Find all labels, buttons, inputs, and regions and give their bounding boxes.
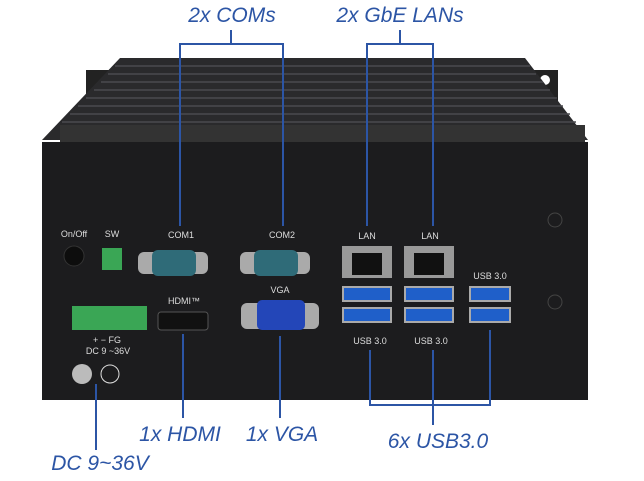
com2-label: COM2 [268, 230, 296, 240]
ground-screw [72, 364, 92, 384]
usb-port [404, 307, 454, 323]
usb-label-right: USB 3.0 [473, 271, 507, 281]
callout-coms: 2x COMs [188, 4, 276, 27]
callout-hdmi: 1x HDMI [139, 423, 221, 446]
usb-label-left: USB 3.0 [353, 336, 387, 346]
usb-port [404, 286, 454, 302]
vga-label: VGA [270, 285, 290, 295]
power-button[interactable] [63, 245, 85, 267]
usb-label-middle: USB 3.0 [414, 336, 448, 346]
usb-port [342, 307, 392, 323]
com1-port [138, 250, 208, 276]
front-panel [42, 142, 588, 400]
callout-lines [95, 30, 491, 450]
vga-port [257, 300, 305, 330]
sw-label: SW [104, 229, 120, 239]
com2-port [240, 250, 310, 276]
callout-usb: 6x USB3.0 [387, 430, 489, 453]
com1-label: COM1 [167, 230, 195, 240]
ground-icon [100, 364, 120, 384]
usb-port [342, 286, 392, 302]
lan2-label: LAN [421, 231, 439, 241]
usb-port [469, 286, 511, 302]
hdmi-port [157, 311, 209, 331]
onoff-label: On/Off [60, 229, 88, 239]
callout-lans: 2x GbE LANs [336, 4, 464, 27]
dc-power-terminal [72, 306, 147, 330]
lan1-label: LAN [358, 231, 376, 241]
power-pins-label: + − FG [92, 335, 122, 345]
heatsink [42, 58, 588, 140]
usb-port [469, 307, 511, 323]
power-rating-label: DC 9 ~36V [85, 346, 131, 356]
callout-vga: 1x VGA [245, 423, 319, 446]
callout-dc: DC 9~36V [51, 452, 149, 475]
hdmi-label: HDMI™ [168, 296, 200, 306]
sw-connector [102, 248, 122, 270]
